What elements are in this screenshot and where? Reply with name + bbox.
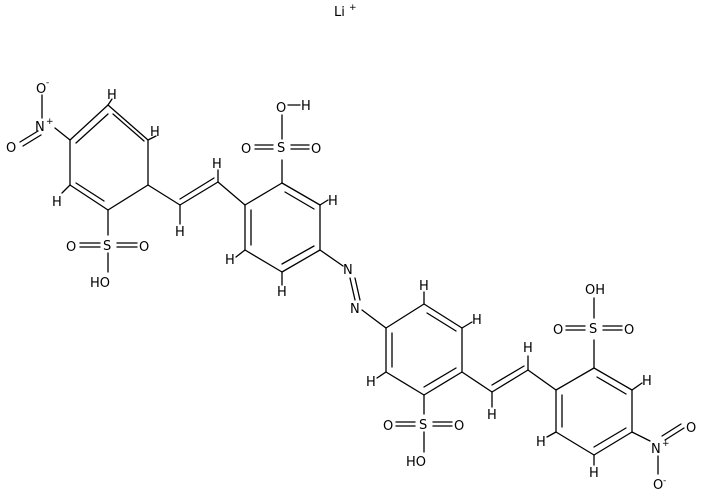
h-b1: H xyxy=(328,194,338,209)
h-c3: H xyxy=(366,375,376,390)
hydroxyl-d: OH xyxy=(585,283,605,298)
ring-b-sulfonic-acid: S O O O H xyxy=(241,99,321,184)
oxygen-c2: O xyxy=(454,419,464,434)
sulfur-c: S xyxy=(419,418,427,433)
oxygen-b3: O xyxy=(276,101,286,116)
nitro-o-d-charge: - xyxy=(663,476,666,486)
nitro-o-minus-a: O xyxy=(36,82,46,97)
sulfur-d: S xyxy=(589,322,597,337)
h-vinyl-a2: H xyxy=(212,157,222,172)
ring-d-nitro-group: N + O O - xyxy=(631,421,696,493)
oxygen-b1: O xyxy=(241,142,251,157)
ring-b-bonds xyxy=(244,182,321,273)
nitro-o-a-charge: - xyxy=(46,78,49,88)
ring-a-hydrogens: H H H xyxy=(52,88,160,210)
lithium-charge: + xyxy=(349,3,357,13)
lithium-cation: Li + xyxy=(334,3,357,20)
h-vinyl-b2: H xyxy=(523,341,533,356)
oxygen-d1: O xyxy=(553,323,563,338)
azo-linkage: N N xyxy=(319,249,387,329)
h-a3: H xyxy=(52,195,62,210)
ring-b-hydrogens: H H H xyxy=(225,194,338,300)
nitro-o-d: O xyxy=(686,421,696,436)
sulfur-a: S xyxy=(103,239,111,254)
h-b-oh: H xyxy=(301,99,311,114)
nitro-o-minus-d: O xyxy=(653,478,663,493)
vinylene-a: H H xyxy=(147,157,246,240)
nitro-n-a-charge: + xyxy=(46,117,54,127)
oxygen-a2: O xyxy=(139,240,149,255)
ring-a-nitro-group: N + O - O xyxy=(6,78,71,156)
ring-c-hydrogens: H H H xyxy=(366,279,482,390)
azo-n2: N xyxy=(350,302,360,317)
ring-a-sulfonic-acid: S O O HO xyxy=(66,209,149,291)
oxygen-d2: O xyxy=(624,323,634,338)
h-c2: H xyxy=(472,313,482,328)
nitro-n-d-charge: + xyxy=(662,439,670,449)
ring-d-hydrogens: H H H xyxy=(536,374,652,481)
h-a1: H xyxy=(107,88,117,103)
azo-n1: N xyxy=(343,263,353,278)
oxygen-b2: O xyxy=(311,142,321,157)
h-a2: H xyxy=(150,125,160,140)
ring-d-bonds xyxy=(555,367,633,456)
h-b2: H xyxy=(225,253,235,268)
h-d3: H xyxy=(589,466,599,481)
nitro-o-a: O xyxy=(6,141,16,156)
vinylene-b: H H xyxy=(461,341,557,423)
h-b3: H xyxy=(277,285,287,300)
oxygen-a1: O xyxy=(66,240,76,255)
nitro-n-d: N xyxy=(651,442,661,457)
sulfur-b: S xyxy=(277,141,285,156)
h-d2: H xyxy=(536,435,546,450)
ring-c-sulfonic-acid: S O O HO xyxy=(383,394,464,470)
nitro-n-a: N xyxy=(35,120,45,135)
hydroxyl-c: HO xyxy=(406,455,426,470)
ring-d-sulfonic-acid: S O O OH xyxy=(553,283,634,369)
hydroxyl-a: HO xyxy=(90,276,110,291)
h-d1: H xyxy=(642,374,652,389)
lithium-symbol: Li xyxy=(334,5,345,20)
h-vinyl-a1: H xyxy=(175,225,185,240)
ring-c-bonds xyxy=(385,303,463,396)
h-vinyl-b1: H xyxy=(487,408,497,423)
oxygen-c1: O xyxy=(383,419,393,434)
h-c1: H xyxy=(419,279,429,294)
ring-a-bonds xyxy=(69,104,149,211)
